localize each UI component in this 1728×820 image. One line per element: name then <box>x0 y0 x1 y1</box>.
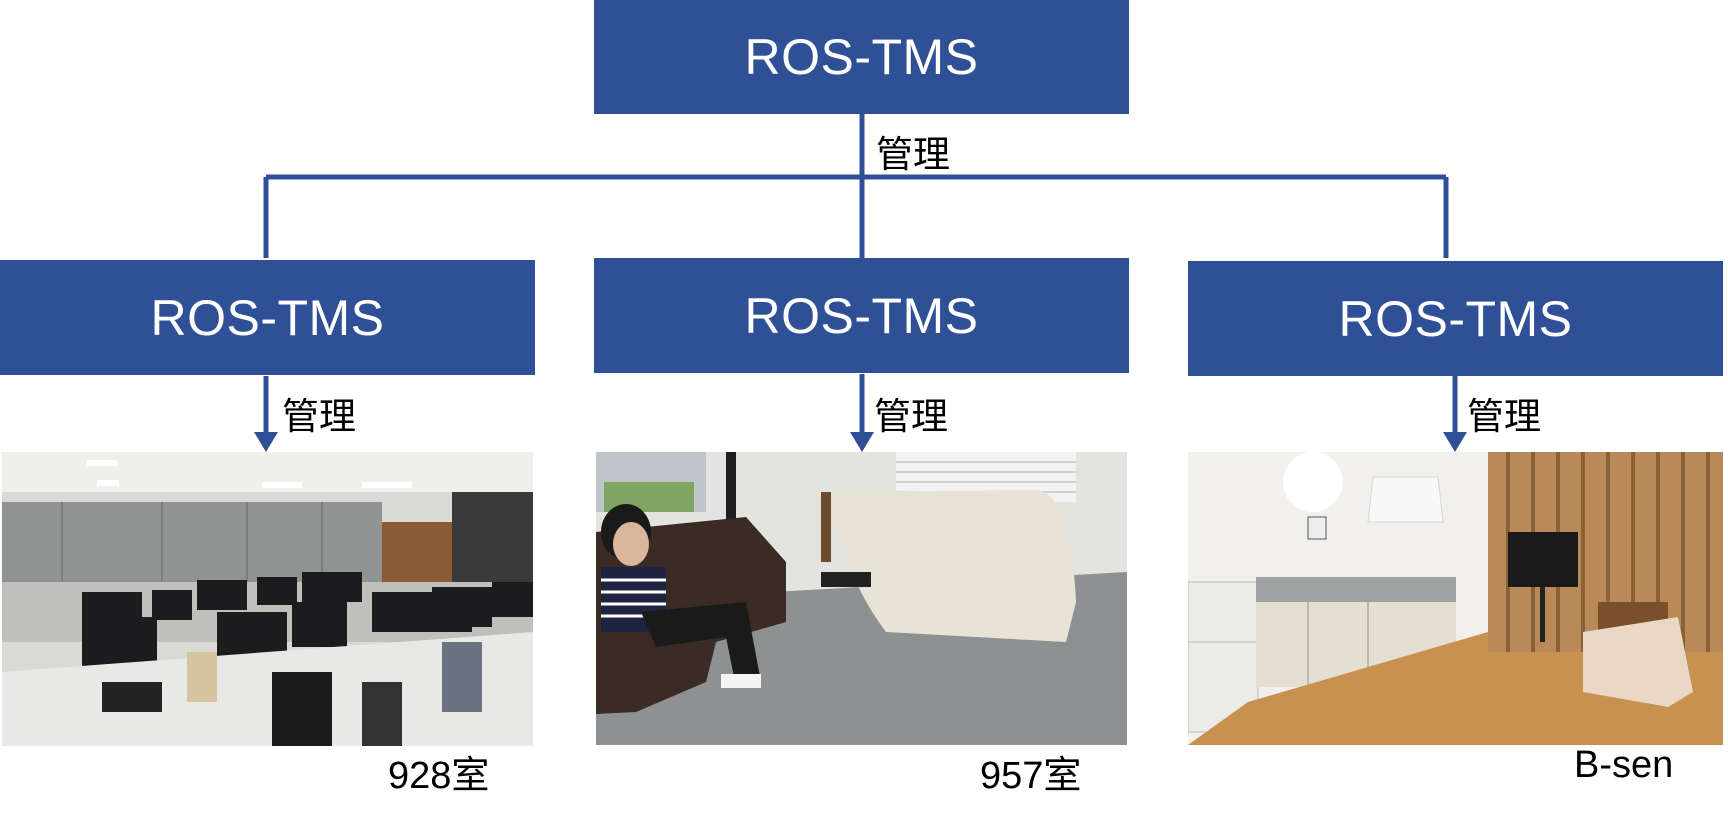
root-ros-tms-box: ROS-TMS <box>594 0 1129 114</box>
office-photo <box>2 452 533 746</box>
node-box-bsen: ROS-TMS <box>1188 261 1723 376</box>
edge-label-928: 管理 <box>282 395 356 438</box>
node-box-label: ROS-TMS <box>744 287 979 344</box>
node-box-928: ROS-TMS <box>0 260 535 375</box>
edge-label-957: 管理 <box>874 395 948 438</box>
root-box-label: ROS-TMS <box>744 29 979 85</box>
caption-bsen: B-sen <box>1574 744 1674 786</box>
root-edge-label: 管理 <box>876 133 950 176</box>
kitchen-bedroom-photo <box>1188 452 1723 745</box>
bedroom-photo <box>596 452 1127 745</box>
node-box-label: ROS-TMS <box>1338 290 1573 347</box>
edge-label-bsen: 管理 <box>1467 395 1541 438</box>
caption-928: 928室 <box>388 755 490 797</box>
node-box-957: ROS-TMS <box>594 258 1129 373</box>
caption-957: 957室 <box>980 755 1082 797</box>
node-box-label: ROS-TMS <box>150 289 385 346</box>
